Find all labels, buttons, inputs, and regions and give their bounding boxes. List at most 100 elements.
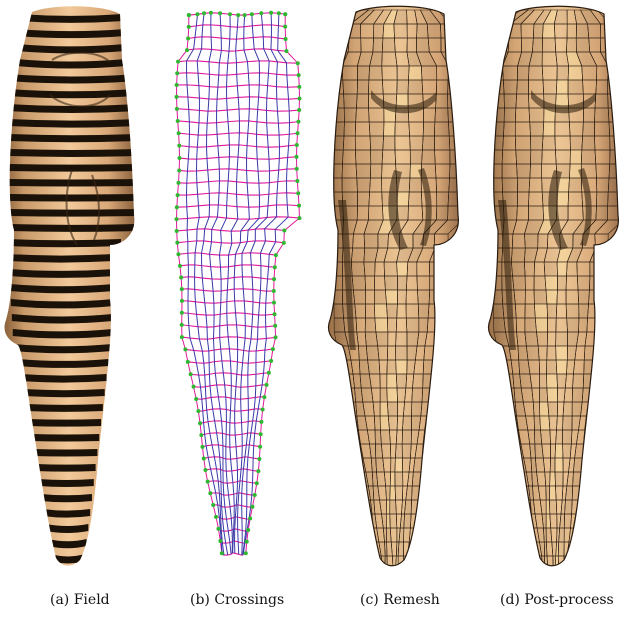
crossing-vertex <box>176 119 180 123</box>
quad-face <box>357 80 369 94</box>
crossing-vertex <box>259 432 263 436</box>
quad-face <box>564 388 573 402</box>
quad-face <box>369 192 383 206</box>
quad-face <box>374 290 386 304</box>
quad-face <box>422 136 434 150</box>
quad-face <box>395 444 402 458</box>
quad-face <box>525 318 537 332</box>
quad-face <box>380 388 387 402</box>
quad-face <box>530 444 536 458</box>
crossing-vertex <box>274 335 278 339</box>
quad-face <box>397 66 409 80</box>
quad-face <box>534 276 546 290</box>
crossing-vertex <box>183 347 187 351</box>
remesh-quads <box>329 10 463 570</box>
quad-face <box>410 136 424 150</box>
crossing-vertex <box>176 193 180 197</box>
quad-face <box>528 80 543 94</box>
quad-face <box>370 164 382 178</box>
quad-face <box>566 290 579 304</box>
quad-face <box>489 178 502 192</box>
quad-face <box>329 94 344 108</box>
crossing-vertex <box>253 493 257 497</box>
quad-face <box>515 304 525 318</box>
quad-face <box>582 66 597 80</box>
field-stripe <box>31 434 99 442</box>
quad-face <box>397 262 408 276</box>
quad-face <box>532 38 542 52</box>
field-stripe <box>38 479 93 487</box>
crossing-vertex <box>243 13 247 17</box>
quad-face <box>521 24 534 38</box>
quad-face <box>387 556 393 570</box>
quad-face <box>540 416 550 430</box>
crossing-vertex <box>277 11 281 15</box>
quad-face <box>556 304 566 318</box>
quad-face <box>526 346 539 360</box>
quad-face <box>417 276 430 290</box>
crossing-vertex <box>273 324 277 328</box>
caption-crossings: (b) Crossings <box>190 592 284 608</box>
crossing-vertex <box>297 85 301 89</box>
crossing-line <box>178 193 299 195</box>
quad-face <box>557 290 566 304</box>
quad-face <box>342 374 354 388</box>
quad-face <box>409 122 424 136</box>
quad-face <box>398 542 403 556</box>
quad-face <box>412 402 422 416</box>
quad-face <box>436 94 448 108</box>
quad-face <box>387 388 398 402</box>
field-stripe <box>8 224 136 232</box>
quad-face <box>436 206 448 220</box>
quad-face <box>608 206 623 220</box>
quad-face <box>361 24 374 38</box>
crossing-vertex <box>206 480 210 484</box>
crossing-line <box>177 73 298 75</box>
quad-face <box>406 318 419 332</box>
quad-face <box>521 38 533 52</box>
quad-face <box>532 388 540 402</box>
crossing-vertex <box>202 11 206 15</box>
quad-face <box>448 108 463 122</box>
quad-face <box>344 94 358 108</box>
quad-face <box>365 304 374 318</box>
quad-face <box>555 458 563 472</box>
crossing-vertex <box>255 481 259 485</box>
quad-face <box>382 150 396 164</box>
quad-face <box>395 472 403 486</box>
quad-face <box>530 528 534 542</box>
quad-face <box>608 94 624 108</box>
quad-face <box>417 24 429 38</box>
crossing-line <box>210 493 254 495</box>
quad-face <box>557 416 564 430</box>
quad-face <box>436 80 448 94</box>
quad-face <box>556 332 568 346</box>
quad-face <box>610 136 622 150</box>
quad-face <box>525 276 534 290</box>
quad-face <box>539 360 547 374</box>
crossing-line <box>191 373 269 375</box>
quad-face <box>330 136 344 150</box>
quad-face <box>565 486 572 500</box>
quad-face <box>384 276 397 290</box>
quad-face <box>517 80 529 94</box>
quad-face <box>506 388 515 402</box>
quad-face <box>555 486 563 500</box>
crossing-line <box>204 457 260 459</box>
crossing-vertex <box>295 155 299 159</box>
crossing-vertex <box>272 301 276 305</box>
quad-face <box>557 192 569 206</box>
quad-face <box>351 248 364 262</box>
crossing-line <box>177 85 300 87</box>
quad-face <box>448 206 463 220</box>
quad-face <box>396 556 399 570</box>
quad-face <box>596 206 608 220</box>
quad-face <box>374 556 377 570</box>
quad-face <box>537 472 546 486</box>
crossing-vertex <box>175 229 179 233</box>
quad-face <box>504 108 516 122</box>
crossing-vertex <box>200 445 204 449</box>
quad-face <box>422 150 436 164</box>
crossing-vertex <box>246 528 250 532</box>
quad-face <box>355 122 370 136</box>
